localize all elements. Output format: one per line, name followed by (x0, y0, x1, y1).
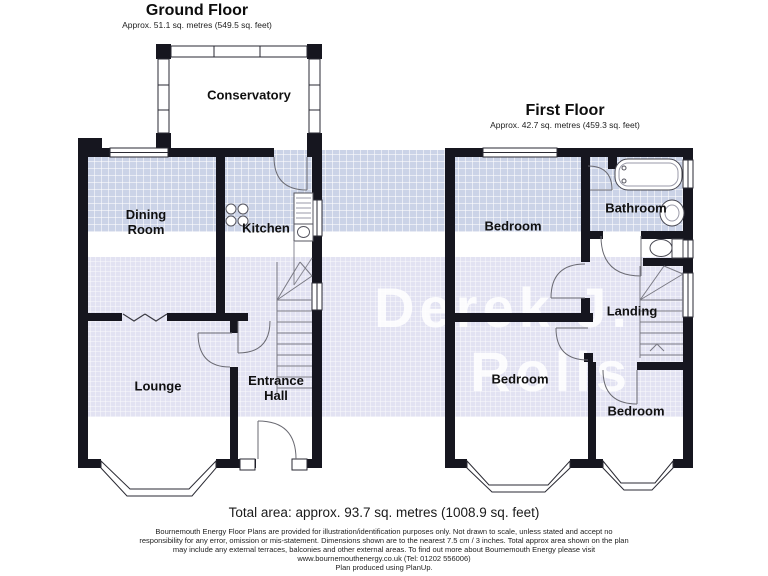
room-label-landing: Landing (606, 303, 658, 319)
total-area-text: Total area: approx. 93.7 sq. metres (100… (228, 505, 540, 520)
room-label-entrance-hall: Entrance Hall (248, 373, 304, 403)
first-floor-doors (550, 165, 642, 405)
watermark-line2: Rolls (470, 340, 632, 403)
conservatory-posts (156, 44, 322, 148)
conservatory-window-mullions (158, 46, 320, 111)
ground-floor-plan (78, 44, 323, 497)
first-floor-plan (445, 147, 694, 493)
first-floor-window-lines (483, 152, 689, 317)
ground-floor-area: Approx. 51.1 sq. metres (549.5 sq. feet) (122, 20, 272, 30)
basin-icon (659, 199, 685, 227)
disclaimer-line-1: Bournemouth Energy Floor Plans are provi… (155, 527, 613, 536)
room-label-bedroom-bottom-left: Bedroom (491, 371, 549, 387)
bedroom-bay-window-left (466, 459, 571, 493)
room-label-kitchen: Kitchen (242, 220, 290, 236)
room-label-conservatory: Conservatory (207, 87, 291, 103)
room-label-lounge: Lounge (134, 378, 182, 394)
kitchen-counter-lines (293, 241, 313, 286)
bedroom-bay-window-right (602, 459, 674, 491)
kitchen-hob-icon (225, 203, 249, 227)
bathtub-icon (614, 158, 683, 191)
disclaimer-line-3: may include any external terraces, balco… (172, 545, 596, 554)
watermark-stripe-top (80, 150, 693, 232)
footer: Total area: approx. 93.7 sq. metres (100… (0, 505, 768, 572)
room-label-bathroom: Bathroom (605, 200, 667, 216)
room-label-bedroom-bottom-right: Bedroom (607, 403, 665, 419)
room-label-dining-room: Dining Room (125, 207, 167, 237)
room-label-bedroom-top: Bedroom (484, 218, 542, 234)
website-line: www.bournemouthenergy.co.uk (Tel: 01202 … (297, 554, 471, 563)
folding-door-icon (122, 313, 168, 322)
ground-floor-title: Ground Floor (145, 2, 249, 19)
first-floor-area: Approx. 42.7 sq. metres (459.3 sq. feet) (490, 120, 640, 130)
ground-floor-stairs (276, 261, 313, 393)
first-floor-stairs (639, 265, 684, 358)
kitchen-sink-icon (293, 192, 314, 242)
lounge-bay-window (100, 459, 217, 497)
disclaimer-line-2: responsibility for any error, omission o… (139, 536, 629, 545)
ground-floor-doors (197, 156, 308, 460)
ground-floor-walls (78, 138, 322, 468)
produced-by-line: Plan produced using PlanUp. (335, 563, 433, 572)
front-door-sidelights (239, 458, 308, 471)
ground-floor-window-lines (110, 152, 318, 310)
conservatory-windows (157, 45, 321, 134)
toilet-icon (649, 238, 684, 259)
first-floor-title: First Floor (525, 102, 605, 119)
